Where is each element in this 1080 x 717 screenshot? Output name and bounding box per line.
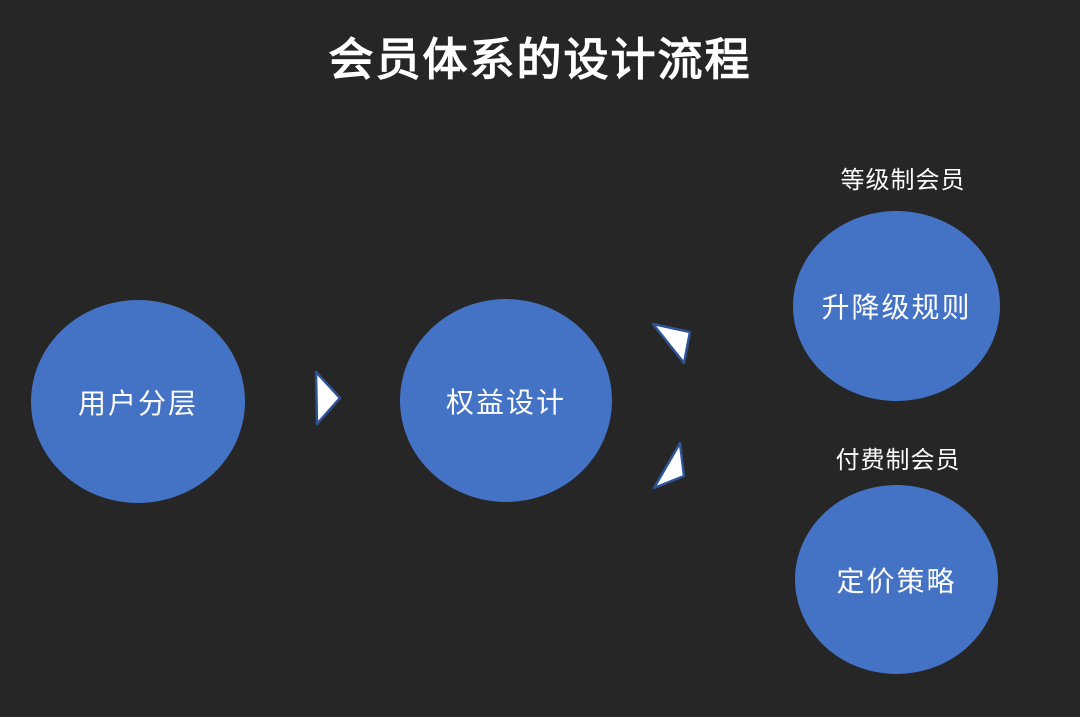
page-title: 会员体系的设计流程 <box>328 34 752 85</box>
node-upgrade-downgrade-rules: 升降级规则 <box>793 211 1000 401</box>
arrow-up-right-icon <box>651 322 692 365</box>
node-pricing-strategy-label: 定价策略 <box>836 565 957 597</box>
node-benefit-design: 权益设计 <box>400 299 612 502</box>
arrow-down-right-icon <box>652 441 686 490</box>
node-benefit-design-label: 权益设计 <box>445 386 566 418</box>
arrow-right-icon <box>314 370 342 426</box>
node-user-segmentation: 用户分层 <box>31 300 245 503</box>
node-pricing-strategy: 定价策略 <box>795 485 998 674</box>
group-label-paid-membership: 付费制会员 <box>835 447 961 474</box>
group-label-tiered-membership: 等级制会员 <box>840 167 966 194</box>
node-user-segmentation-label: 用户分层 <box>77 387 198 419</box>
node-upgrade-downgrade-rules-label: 升降级规则 <box>821 292 972 323</box>
